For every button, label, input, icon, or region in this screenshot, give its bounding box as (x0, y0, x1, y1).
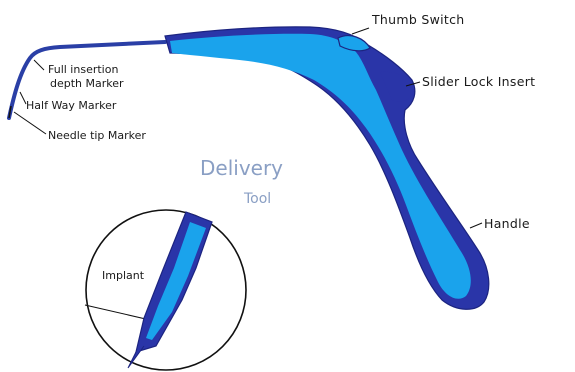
label-thumb-switch: Thumb Switch (372, 14, 465, 27)
label-implant: Implant (102, 270, 144, 281)
leader-needle-tip (14, 112, 46, 134)
label-needle-tip-marker: Needle tip Marker (48, 130, 146, 141)
leader-thumb-switch (352, 28, 369, 34)
label-handle: Handle (484, 218, 530, 231)
diagram-title-line2: Tool (244, 192, 271, 206)
label-full-insertion-line2: depth Marker (50, 78, 124, 89)
leader-full-insertion (34, 60, 44, 70)
label-full-insertion-line1: Full insertion (48, 64, 118, 75)
diagram-title-line1: Delivery (200, 158, 283, 178)
leader-handle (470, 223, 482, 228)
label-slider-lock-insert: Slider Lock Insert (422, 76, 535, 89)
label-half-way-marker: Half Way Marker (26, 100, 116, 111)
